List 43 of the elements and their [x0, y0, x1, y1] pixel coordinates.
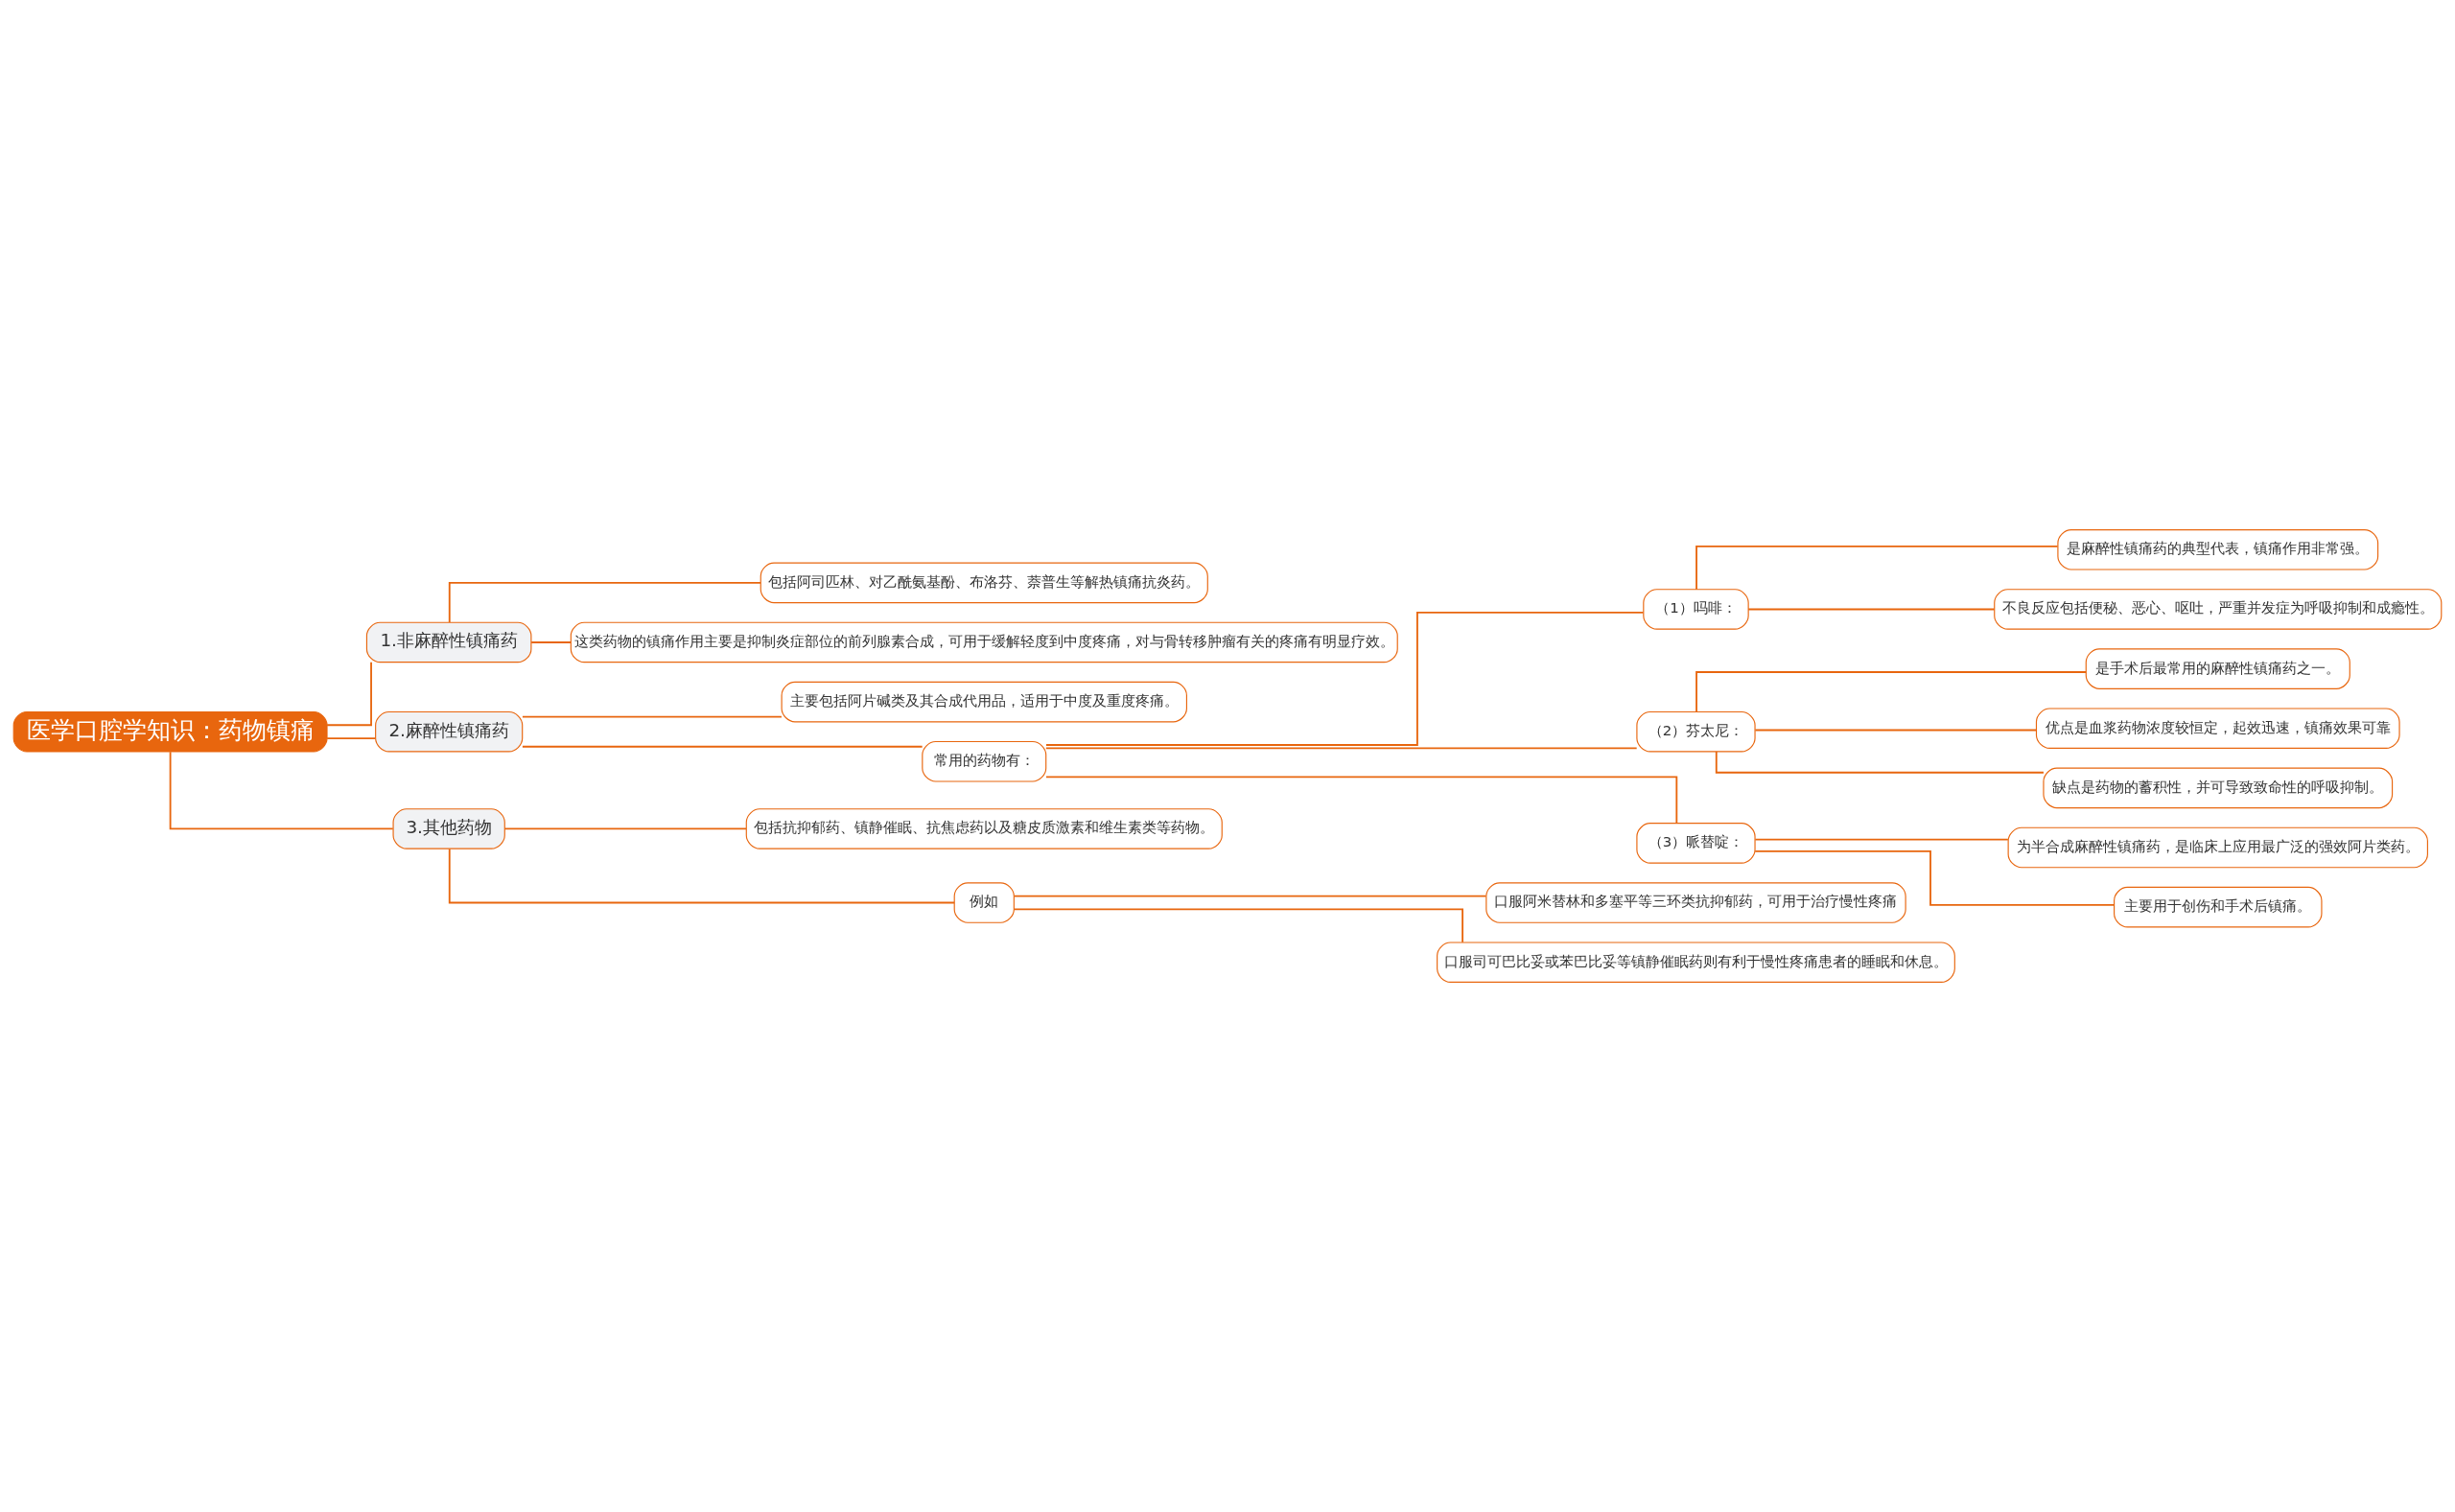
connector [1045, 776, 1678, 825]
connector [521, 715, 783, 718]
connector [1754, 849, 2116, 906]
node-box: 1.非麻醉性镇痛药 [365, 621, 532, 663]
node-box: 不良反应包括便秘、恶心、呕吐，严重并发症为呼吸抑制和成瘾性。 [1994, 589, 2443, 630]
connector [448, 581, 761, 623]
connector [1715, 751, 2045, 774]
connector [1013, 895, 1487, 897]
node-box: 包括阿司匹林、对乙酰氨基酚、布洛芬、萘普生等解热镇痛抗炎药。 [760, 562, 1208, 604]
connector [169, 751, 394, 830]
connector [1747, 608, 1996, 611]
connector [448, 848, 955, 904]
connector [1754, 729, 2038, 732]
node-box: 2.麻醉性镇痛药 [375, 710, 524, 753]
node-box: （2）芬太尼： [1636, 710, 1756, 753]
node-box: 缺点是药物的蓄积性，并可导致致命性的呼吸抑制。 [2043, 767, 2394, 809]
connector [1045, 612, 1645, 746]
node-box: 例如 [953, 882, 1015, 923]
node-box: 为半合成麻醉性镇痛药，是临床上应用最广泛的强效阿片类药。 [2007, 826, 2428, 869]
connector [1013, 908, 1463, 943]
connector [1754, 838, 2009, 841]
node-box: 口服司可巴比妥或苯巴比妥等镇静催眠药则有利于慢性疼痛患者的睡眠和休息。 [1437, 942, 1955, 983]
connector [521, 745, 924, 748]
node-box: 3.其他药物 [392, 808, 505, 849]
node-box: 主要用于创伤和手术后镇痛。 [2114, 886, 2323, 928]
connector [1695, 545, 2059, 591]
node-box: （1）吗啡： [1643, 589, 1749, 630]
node-box: 这类药物的镇痛作用主要是抑制炎症部位的前列腺素合成，可用于缓解轻度到中度疼痛，对与骨转移肿瘤有关的疼痛有明显疗效。 [570, 621, 1398, 663]
connector [1695, 671, 2088, 713]
node-box: 包括抗抑郁药、镇静催眠、抗焦虑药以及糖皮质激素和维生素类等药物。 [745, 808, 1223, 849]
connector [530, 641, 572, 643]
node-box: 主要包括阿片碱类及其合成代用品，适用于中度及重度疼痛。 [781, 681, 1187, 723]
connector [326, 661, 372, 727]
node-box: 医学口腔学知识：药物镇痛 [12, 710, 328, 753]
node-box: 优点是血浆药物浓度较恒定，起效迅速，镇痛效果可靠 [2035, 708, 2400, 749]
node-box: 是麻醉性镇痛药的典型代表，镇痛作用非常强。 [2057, 529, 2379, 570]
connector [326, 737, 377, 739]
node-box: 口服阿米替林和多塞平等三环类抗抑郁药，可用于治疗慢性疼痛 [1485, 882, 1906, 923]
node-box: 是手术后最常用的麻醉性镇痛药之一。 [2085, 648, 2350, 689]
node-box: 常用的药物有： [922, 740, 1047, 782]
connector [503, 827, 747, 830]
node-box: （3）哌替啶： [1636, 823, 1756, 864]
connector [1044, 747, 1638, 750]
